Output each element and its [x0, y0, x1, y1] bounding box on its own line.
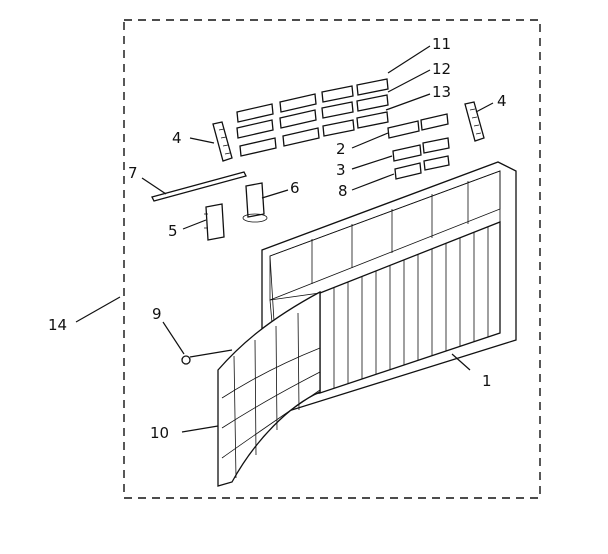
callout-11: 11 [432, 35, 451, 53]
callout-14: 14 [48, 316, 67, 334]
callout-8: 8 [338, 182, 348, 200]
callout-12: 12 [432, 60, 451, 78]
side-rack-right [464, 101, 485, 142]
callout-7: 7 [128, 164, 138, 182]
screw [181, 355, 191, 365]
slat-row-c [239, 111, 389, 157]
callout-2: 2 [336, 140, 346, 158]
side-rack-left [212, 121, 233, 162]
callout-13: 13 [432, 83, 451, 101]
bracket-with-foot [242, 182, 268, 223]
callout-5: 5 [168, 222, 178, 240]
leader-lines [75, 45, 494, 433]
grille-door [217, 290, 321, 487]
callout-4-left: 4 [172, 129, 182, 147]
callout-3: 3 [336, 161, 346, 179]
main-frame [261, 161, 517, 415]
callout-10: 10 [150, 424, 169, 442]
slat-row-right [387, 113, 450, 180]
filter-slats-group [236, 78, 450, 180]
callout-1: 1 [482, 372, 492, 390]
bracket [204, 203, 225, 241]
callout-6: 6 [290, 179, 300, 197]
callout-labels: 11 12 13 4 4 2 3 8 7 6 5 9 14 10 1 [48, 35, 507, 442]
slat-row-a [236, 78, 389, 123]
callout-9: 9 [152, 305, 162, 323]
callout-4-right: 4 [497, 92, 507, 110]
top-bar [151, 171, 247, 202]
slat-row-b [236, 94, 389, 139]
